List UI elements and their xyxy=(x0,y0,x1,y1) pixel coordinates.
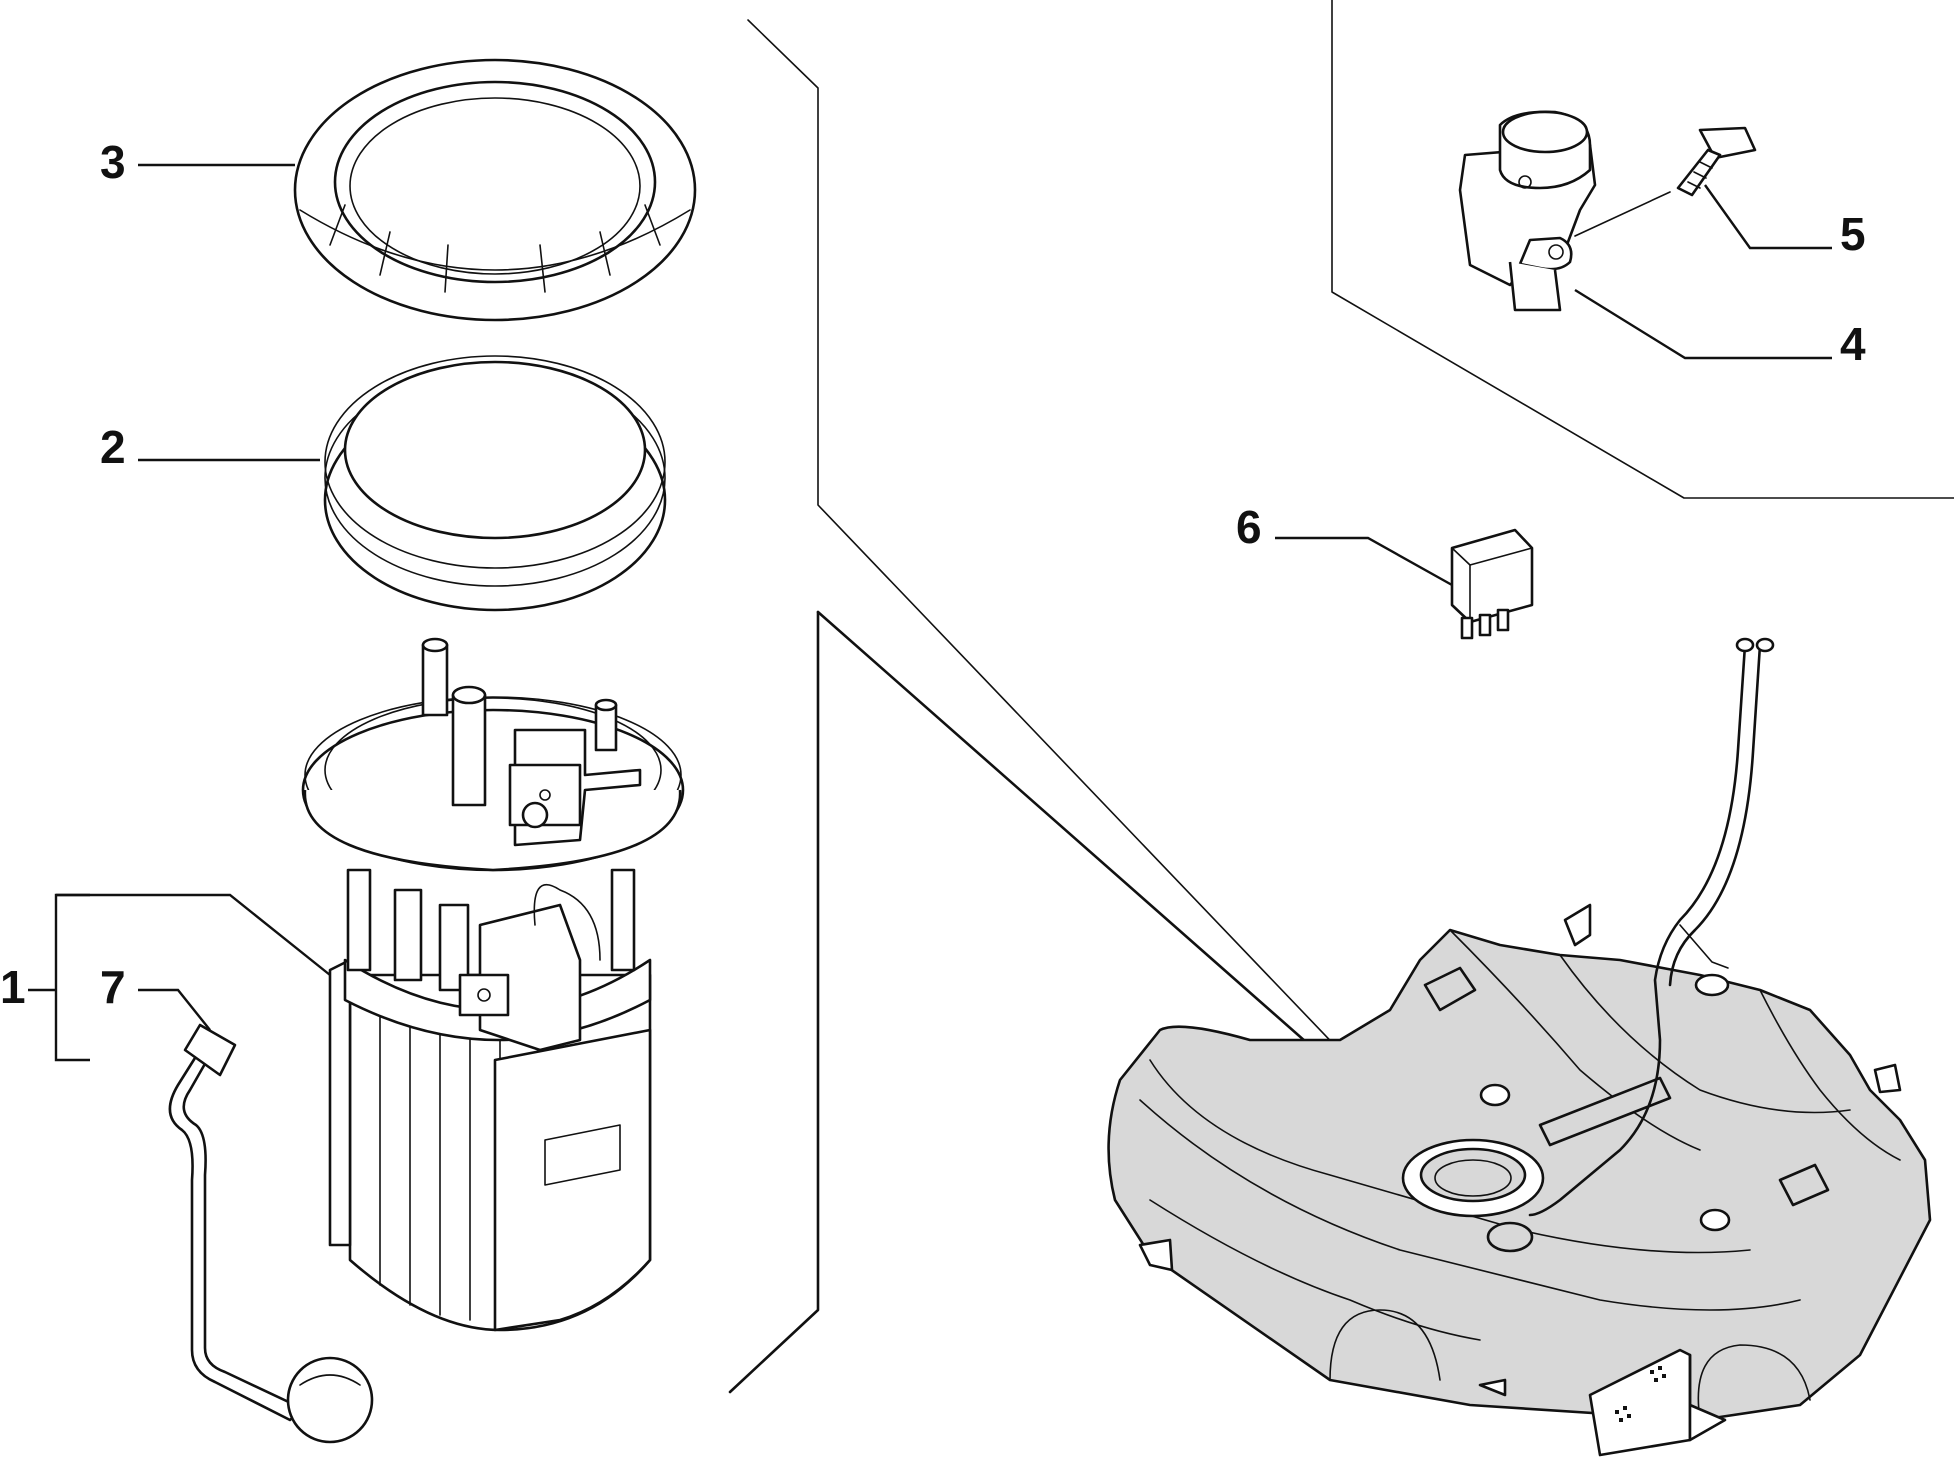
callout-5: 5 xyxy=(1840,208,1866,260)
seal-ring-part-2 xyxy=(323,355,667,612)
leader-lines xyxy=(28,163,1832,1062)
callout-4: 4 xyxy=(1840,318,1866,370)
callout-labels: 3 2 1 7 5 4 6 xyxy=(0,136,1866,1013)
fuel-pump-module-part-1 xyxy=(301,637,685,1332)
locking-ring-part-3 xyxy=(293,58,697,322)
relay-part-6 xyxy=(1450,528,1534,640)
callout-3: 3 xyxy=(100,136,126,188)
level-sensor-part-7 xyxy=(168,1023,374,1444)
callout-1: 1 xyxy=(0,961,26,1013)
inertia-switch-part-4 xyxy=(1458,110,1597,312)
fuel-tank xyxy=(1107,637,1932,1457)
panel-dividers xyxy=(728,0,1954,1394)
callout-2: 2 xyxy=(100,421,126,473)
callout-6: 6 xyxy=(1236,501,1262,553)
callout-7: 7 xyxy=(100,961,126,1013)
bolt-part-5 xyxy=(1574,126,1757,237)
